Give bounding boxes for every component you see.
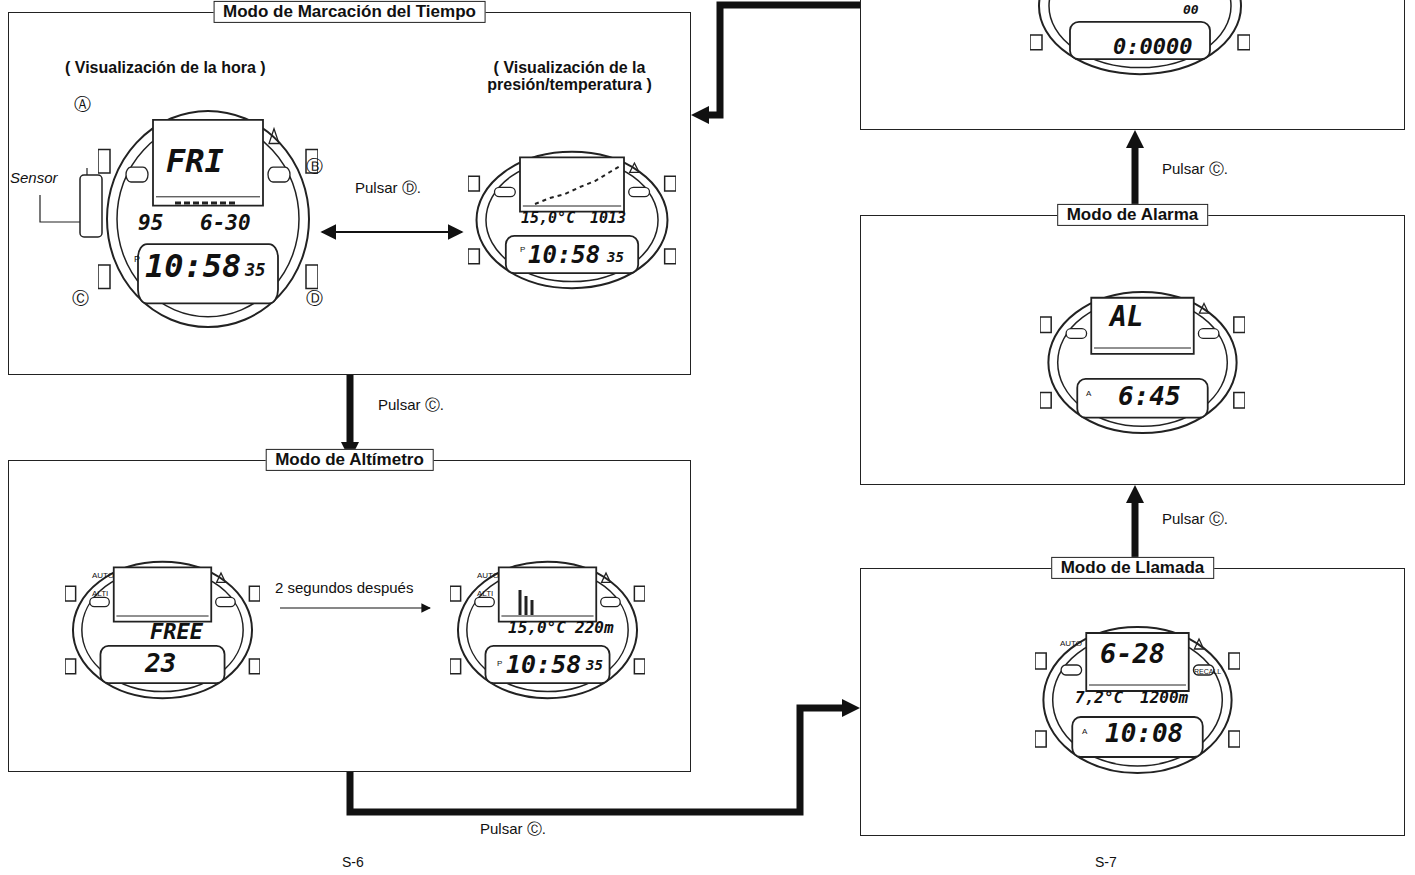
note-label: Sensor <box>10 170 58 186</box>
sensor-part <box>80 175 102 237</box>
lcd-text: 35 <box>586 658 603 673</box>
note-label: P <box>520 246 525 254</box>
leader-line <box>40 195 80 222</box>
lcd-text: 95 <box>138 212 163 234</box>
mode-title: Modo de Altímetro <box>265 449 434 471</box>
watch-figure <box>98 111 318 327</box>
lcd-text: 35 <box>607 250 624 265</box>
mode-connector <box>341 375 359 460</box>
lcd-text: 7,2°C <box>1075 690 1123 707</box>
note-label: Ⓐ <box>74 96 91 114</box>
lcd-text: 15,0°C <box>521 211 575 227</box>
toggle-arrow <box>322 231 462 233</box>
lcd-text: 220m <box>575 620 614 637</box>
pressure-graph <box>535 166 620 204</box>
note-label: P <box>497 660 502 668</box>
watch-figure <box>1030 0 1250 74</box>
connector-line <box>707 5 860 115</box>
time-arrow <box>280 607 430 608</box>
note-label: 2 segundos después <box>275 580 413 596</box>
mode-box: Modo de Llamada <box>860 568 1405 836</box>
watch-figure <box>1035 627 1240 773</box>
lcd-text: 10:08 <box>1105 720 1183 747</box>
mode-box: 00 0:0000 <box>860 0 1405 130</box>
lcd-text: 10:58 <box>506 652 581 678</box>
altitude-bars <box>520 590 532 615</box>
note-label: ( Visualización de la presión/temperatur… <box>462 60 677 94</box>
lcd-text: 10:58 <box>528 243 600 268</box>
mode-connector <box>1126 130 1144 215</box>
lcd-text: 00 <box>1183 3 1199 17</box>
note-label: P <box>134 255 140 264</box>
arrow-head <box>1126 485 1144 503</box>
edge-label: Pulsar Ⓒ. <box>1160 510 1230 529</box>
watch-figure <box>65 562 260 698</box>
note-label: ( Visualización de la hora ) <box>65 60 266 77</box>
watch-figure <box>450 562 645 698</box>
mode-title: Modo de Marcación del Tiempo <box>213 1 486 23</box>
watch-figure <box>1040 292 1245 433</box>
lcd-text: 0:0000 <box>1113 35 1192 58</box>
arrow-head <box>1126 130 1144 148</box>
connector-line <box>350 708 844 812</box>
mode-connector <box>691 5 860 124</box>
lcd-text: 6-30 <box>200 212 251 234</box>
edge-label: Pulsar Ⓒ. <box>1160 160 1230 179</box>
mode-connector <box>350 699 860 812</box>
lcd-text: 1200m <box>1140 690 1188 707</box>
lcd-text: 35 <box>245 262 265 280</box>
note-label: ALTI <box>92 590 108 598</box>
leader-line <box>86 168 87 175</box>
note-label: Pulsar Ⓓ. <box>355 180 421 196</box>
note-label: RECALL <box>1194 668 1221 675</box>
lcd-text: 6-28 <box>1100 640 1165 668</box>
edge-label: Pulsar Ⓒ. <box>376 396 446 415</box>
note-label: S-6 <box>342 855 364 870</box>
mode-connector <box>1126 485 1144 568</box>
mode-box: Modo de Alarma <box>860 215 1405 485</box>
connector-line <box>347 375 354 444</box>
arrow-head <box>842 699 860 717</box>
arrow-head <box>691 106 709 124</box>
mode-box: Modo de Altímetro <box>8 460 691 772</box>
watch-figure <box>468 152 676 288</box>
note-label: S-7 <box>1095 855 1117 870</box>
note-label: AUTO <box>1060 640 1082 648</box>
lcd-text: FRI <box>166 145 224 179</box>
note-label: AUTO <box>477 572 499 580</box>
lcd-text: AL <box>1110 302 1144 331</box>
lcd-text: 6:45 <box>1118 383 1181 410</box>
day-bars <box>175 202 235 205</box>
lcd-text: FREE <box>150 620 203 643</box>
note-label: A <box>1082 728 1087 736</box>
lcd-text: 1013 <box>590 211 626 227</box>
note-label: AUTO <box>92 572 114 580</box>
lcd-text: 15,0°C <box>508 620 566 637</box>
note-label: Ⓓ <box>306 290 323 308</box>
mode-title: Modo de Llamada <box>1051 557 1215 579</box>
note-label: Ⓑ <box>306 158 323 176</box>
note-label: A <box>1086 390 1091 398</box>
note-label: ALTI <box>477 590 493 598</box>
note-label: Ⓒ <box>72 290 89 308</box>
edge-label: Pulsar Ⓒ. <box>478 820 548 839</box>
lcd-text: 10:58 <box>145 250 241 284</box>
mode-title: Modo de Alarma <box>1057 204 1209 226</box>
lcd-text: 23 <box>145 650 176 677</box>
